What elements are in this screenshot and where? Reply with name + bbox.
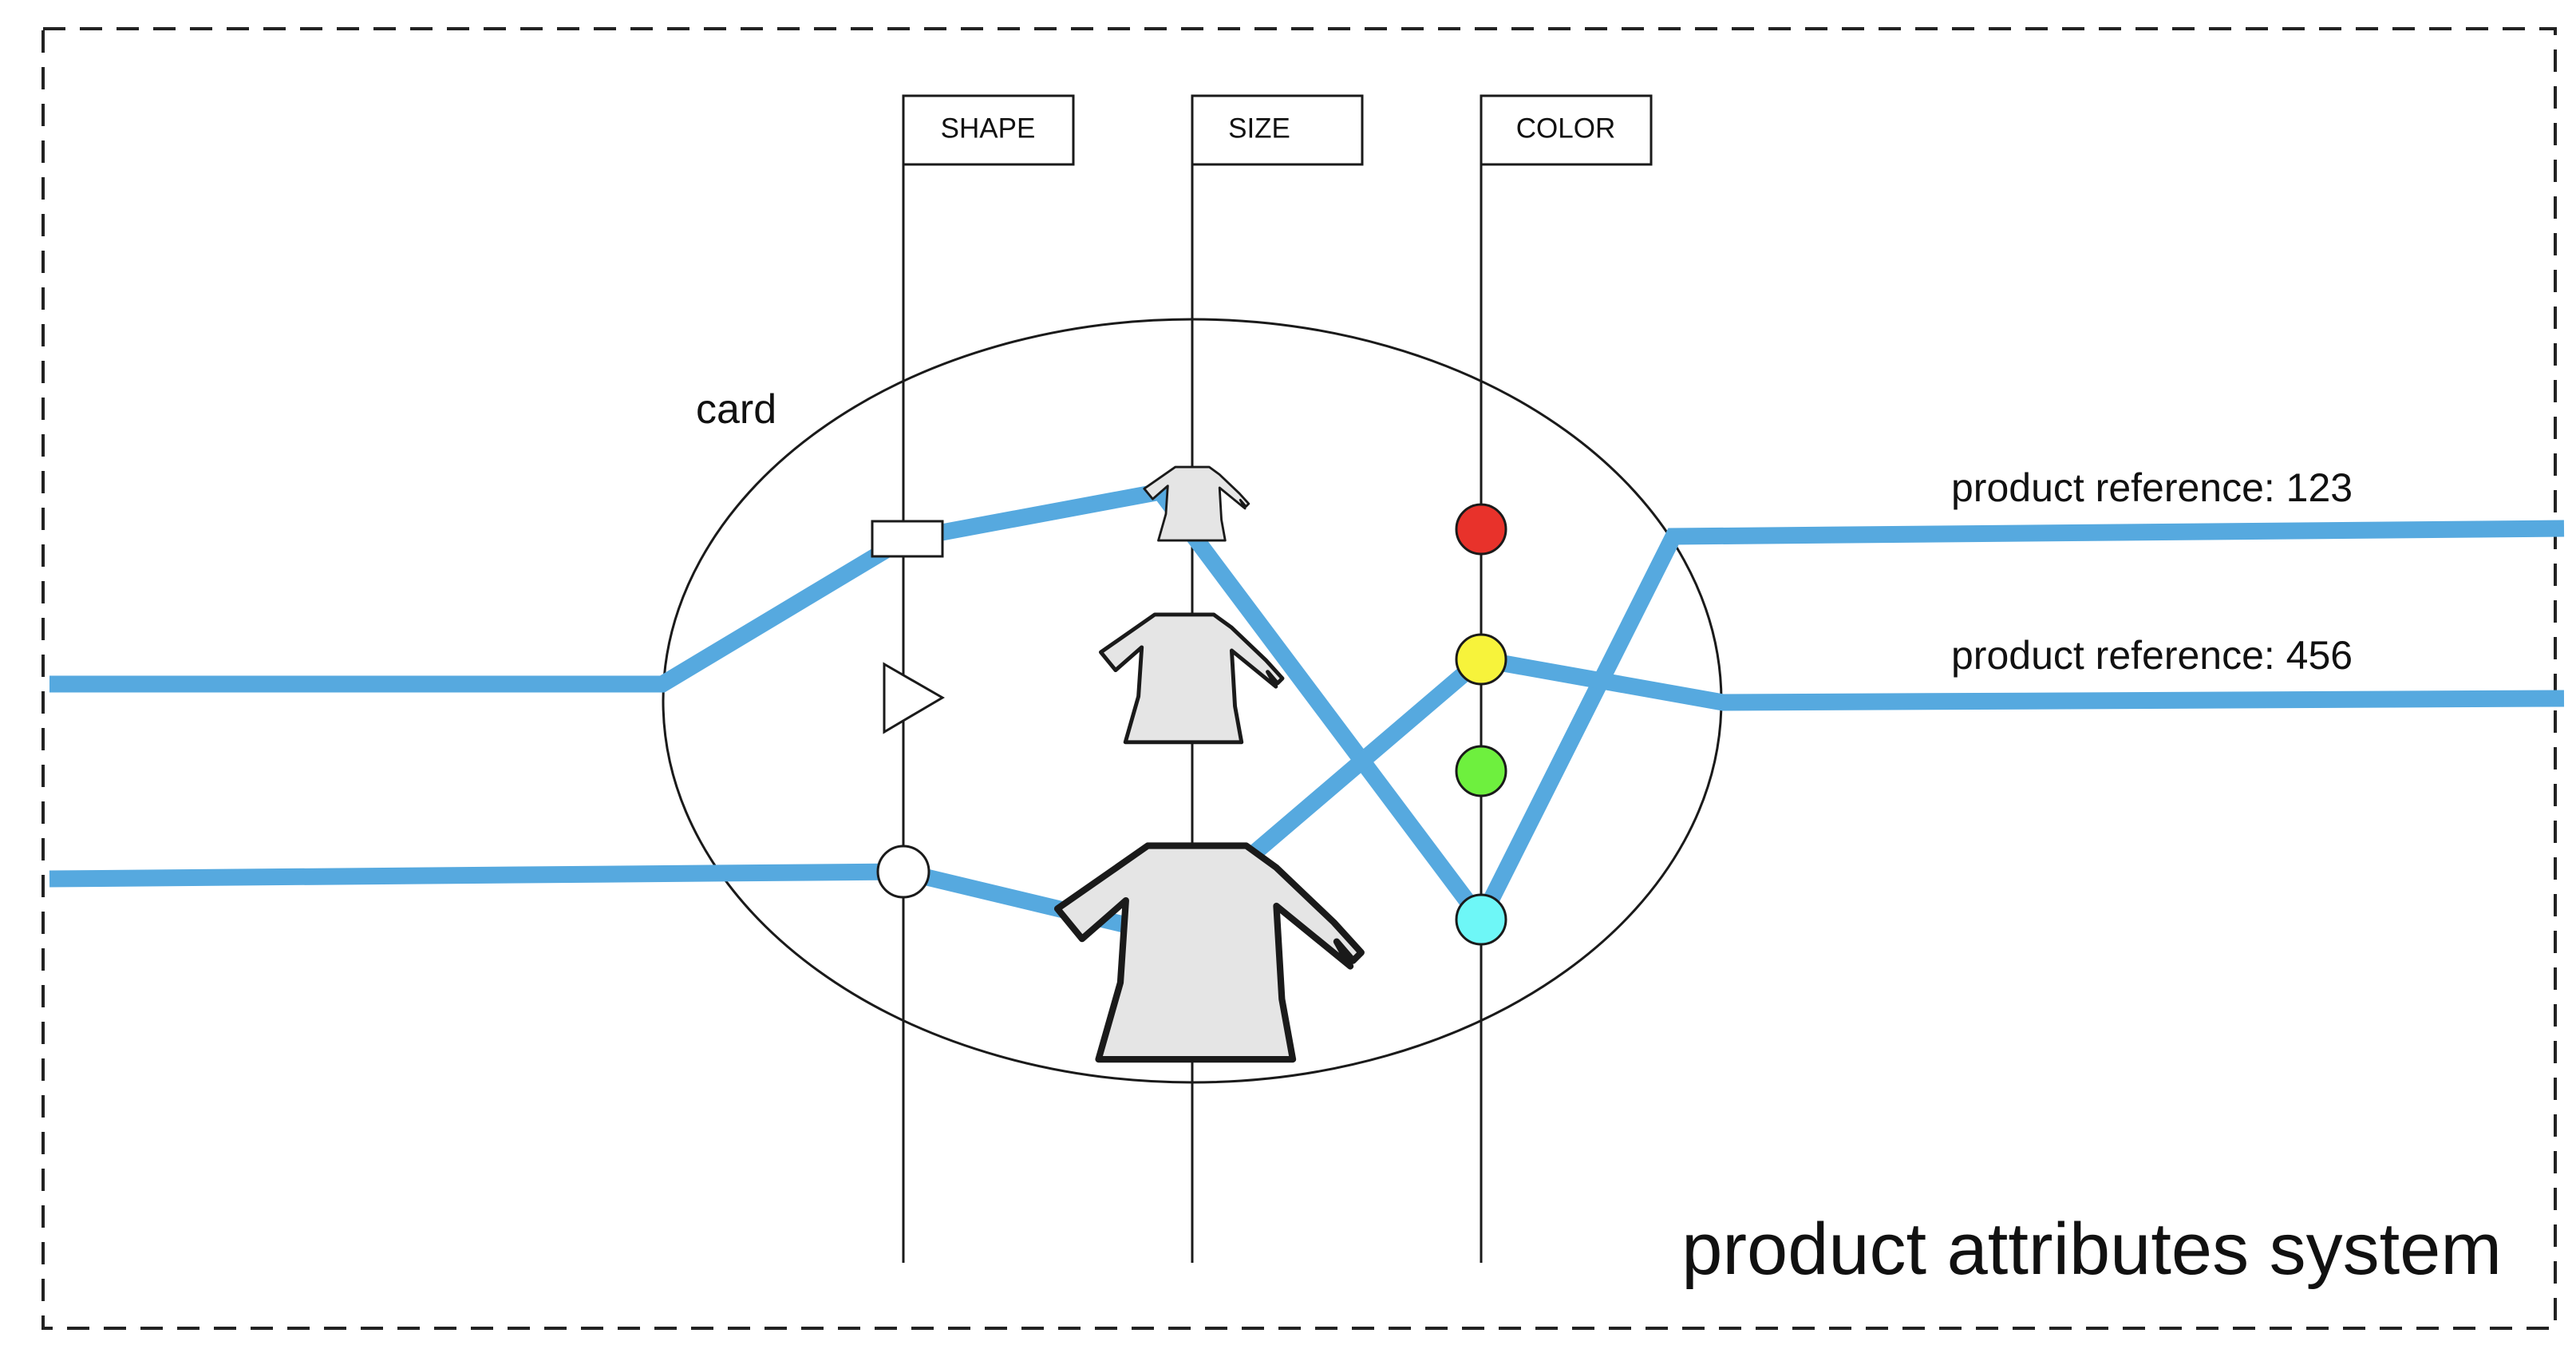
yellow-color-dot — [1455, 633, 1507, 686]
attribute-header-color: COLOR — [1480, 94, 1653, 166]
cyan-color-dot — [1455, 893, 1507, 946]
rectangle-shape-node — [871, 520, 944, 558]
shape-header-label: SHAPE — [941, 113, 1036, 144]
diagram-title: product attributes system — [1681, 1209, 2502, 1290]
red-color-dot — [1455, 503, 1507, 556]
card-label: card — [696, 386, 776, 433]
attribute-header-size: SIZE — [1191, 94, 1364, 166]
product-456-label: product reference: 456 — [1951, 633, 2353, 678]
triangle-shape-node — [883, 662, 945, 734]
size-header-label: SIZE — [1228, 113, 1290, 144]
large-shirt-icon — [1057, 846, 1361, 1060]
medium-shirt-icon — [1100, 615, 1282, 742]
size-header-box — [1191, 94, 1364, 166]
route-product-456 — [49, 650, 2565, 943]
shape-header-box — [902, 94, 1075, 166]
diagram-frame — [41, 27, 2557, 1330]
attribute-header-shape: SHAPE — [902, 94, 1075, 166]
color-header-box — [1480, 94, 1653, 166]
product-123-label: product reference: 123 — [1951, 465, 2353, 510]
green-color-dot — [1455, 745, 1507, 797]
circle-shape-node — [876, 845, 930, 899]
color-header-label: COLOR — [1516, 113, 1615, 144]
